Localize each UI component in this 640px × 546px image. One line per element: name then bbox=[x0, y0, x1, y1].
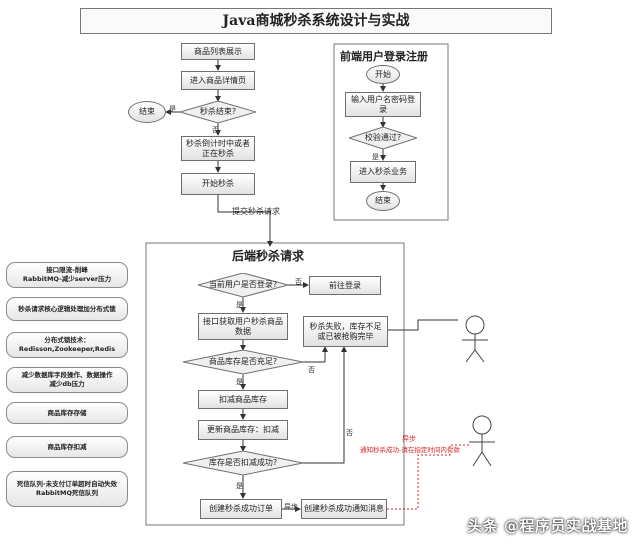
decision-validated: 校验通过? bbox=[349, 127, 417, 149]
node-main-end: 结束 bbox=[128, 101, 166, 123]
label-deduct-no: 否 bbox=[346, 429, 353, 437]
backend-container bbox=[145, 242, 405, 526]
decision-stock-enough-label: 商品库存是否充足? bbox=[208, 357, 278, 366]
label-frontend-yes: 是 bbox=[372, 153, 379, 161]
node-countdown: 秒杀倒计时中或者正在秒杀 bbox=[181, 136, 255, 161]
side-note-lock-tech: 分布式锁技术： Redisson,Zookeeper,Redis bbox=[6, 332, 128, 358]
node-goto-login: 前往登录 bbox=[309, 276, 381, 295]
label-stock-no: 否 bbox=[308, 366, 315, 374]
node-api-fetch: 接口获取用户秒杀商品数据 bbox=[198, 313, 288, 340]
user-figure-top bbox=[462, 315, 488, 363]
label-deduct-yes: 是 bbox=[236, 482, 243, 490]
node-frontend-start: 开始 bbox=[366, 65, 400, 84]
side-note-core-lock: 秒杀请求核心逻辑处理加分布式锁 bbox=[6, 297, 128, 321]
decision-deduct-success: 库存是否扣减成功? bbox=[183, 451, 303, 475]
node-frontend-end: 结束 bbox=[366, 191, 400, 211]
decision-seckill-ended: 秒杀结束? bbox=[180, 101, 256, 123]
label-main-no: 否 bbox=[212, 126, 219, 134]
label-login-yes: 是 bbox=[236, 301, 243, 309]
node-product-detail: 进入商品详情页 bbox=[181, 71, 255, 90]
node-seckill-fail: 秒杀失败，库存不足或已被抢购完毕 bbox=[303, 316, 388, 347]
node-create-order: 创建秒杀成功订单 bbox=[200, 499, 282, 519]
side-note-stock-storage: 商品库存存储 bbox=[6, 402, 128, 424]
node-deduct-stock: 扣减商品库存 bbox=[198, 390, 288, 409]
decision-logged-in-label: 当前用户是否登录? bbox=[208, 280, 278, 289]
node-update-stock: 更新商品库存：扣减 bbox=[198, 420, 288, 440]
decision-logged-in: 当前用户是否登录? bbox=[198, 273, 288, 297]
label-submit-request: 提交秒杀请求 bbox=[232, 207, 280, 216]
label-login-no: 否 bbox=[295, 278, 302, 286]
async-note-title: 异步 bbox=[402, 435, 416, 443]
side-note-stock-deduct: 商品库存扣减 bbox=[6, 436, 128, 458]
decision-validated-label: 校验通过? bbox=[364, 133, 402, 142]
node-enter-business: 进入秒杀业务 bbox=[350, 161, 416, 183]
node-notify-message: 创建秒杀成功通知消息 bbox=[301, 499, 387, 519]
label-async: 异步 bbox=[284, 503, 298, 511]
node-input-credentials: 输入用户名密码登录 bbox=[345, 92, 421, 117]
async-note-text: 通知秒杀成功-请在指定时间内付款 bbox=[360, 446, 460, 454]
frontend-container bbox=[333, 43, 449, 221]
label-main-yes: 是 bbox=[169, 105, 176, 113]
user-figure-bottom bbox=[469, 415, 495, 467]
frontend-title: 前端用户登录注册 bbox=[340, 50, 428, 63]
decision-stock-enough: 商品库存是否充足? bbox=[183, 350, 303, 374]
side-note-rate-limit: 接口限流-削峰 RabbitMQ-减少server压力 bbox=[6, 262, 128, 288]
decision-deduct-success-label: 库存是否扣减成功? bbox=[208, 458, 278, 467]
node-product-list: 商品列表展示 bbox=[181, 43, 255, 60]
decision-seckill-ended-label: 秒杀结束? bbox=[199, 107, 237, 116]
side-note-reduce-db: 减少数据库字段操作、数据操作 减少db压力 bbox=[6, 367, 128, 393]
label-stock-yes: 是 bbox=[236, 378, 243, 386]
diagram-title: Java商城秒杀系统设计与实战 bbox=[80, 8, 552, 34]
node-start-seckill: 开始秒杀 bbox=[181, 173, 255, 195]
backend-title: 后端秒杀请求 bbox=[232, 249, 305, 263]
side-note-dead-letter: 死信队列-未支付订单超时自动失效 RabbitMQ死信队列 bbox=[6, 471, 128, 507]
watermark: 头条 @程序员实战基地 bbox=[467, 517, 628, 535]
